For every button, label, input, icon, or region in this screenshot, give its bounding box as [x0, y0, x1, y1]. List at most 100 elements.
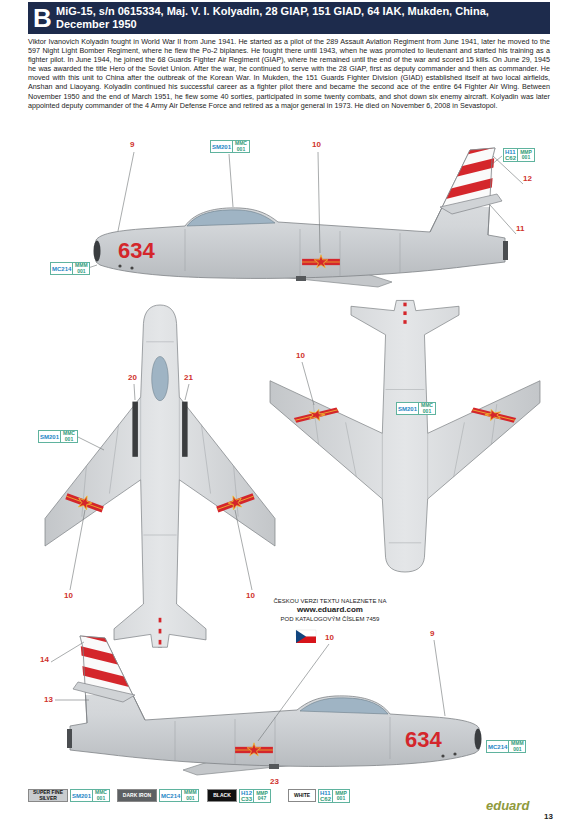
code-left: MC214: [160, 790, 181, 801]
path-shape: [258, 644, 329, 741]
path-shape: [434, 640, 445, 716]
rect-shape: [182, 402, 188, 457]
paint-code-box: SM201MMC 001: [38, 430, 78, 443]
path-shape: [78, 437, 104, 450]
code-right: MMP 001: [332, 790, 349, 802]
color-code: H11: [320, 790, 331, 796]
path-shape: [318, 152, 320, 253]
paint-code: MMP 001: [519, 150, 533, 161]
color-code: SM201: [398, 406, 417, 412]
color-code: C62: [505, 155, 516, 161]
code-left: SM201: [397, 403, 418, 414]
paint-code-box: SM201MMC 001: [210, 140, 250, 153]
text-label: ČESKOU VERZI TEXTU NALEZNETE NA: [274, 598, 387, 605]
code-right: MMC 001: [232, 141, 249, 152]
color-swatch: DARK IRON: [117, 789, 157, 802]
code-left: H11C62: [504, 149, 517, 161]
path-shape: [55, 700, 89, 701]
color-code: SM201: [72, 793, 91, 799]
paint-code: MMC 001: [234, 141, 248, 152]
callout-number: 12: [523, 174, 532, 183]
callout-number: 10: [312, 140, 321, 149]
callout-number: 10: [64, 591, 73, 600]
top-view: [45, 305, 275, 647]
code-left: H11C62: [319, 790, 332, 802]
polygon-shape: [296, 630, 306, 643]
side-view-left: [94, 134, 522, 287]
side-view-right: [53, 622, 481, 775]
paint-code: MMC 001: [62, 431, 76, 442]
code-right: MMP 001: [517, 149, 534, 161]
color-code: C33: [241, 796, 252, 802]
bottom-view: [270, 300, 540, 572]
code-left: MC214: [51, 263, 72, 274]
color-code: SM201: [40, 434, 59, 440]
code-right: MMM 001: [72, 263, 89, 274]
paint-code: MMM 001: [510, 741, 524, 752]
callout-number: 13: [544, 812, 553, 821]
swatch-label: WHITE: [294, 793, 310, 799]
text-label: 634: [405, 727, 442, 752]
header-title: MiG-15, s/n 0615334, Maj. V. I. Kolyadin…: [56, 5, 544, 31]
use-shape: [270, 300, 540, 572]
path-shape: [134, 384, 135, 400]
header-band: BMiG-15, s/n 0615334, Maj. V. I. Kolyadi…: [28, 2, 550, 34]
color-code: MC214: [52, 266, 71, 272]
callout-number: 14: [40, 655, 49, 664]
callout-number: 9: [130, 140, 134, 149]
paint-code-box: H11C62MMP 001: [318, 789, 350, 803]
callout-number: 21: [184, 373, 193, 382]
code-right: MMC 001: [60, 431, 77, 442]
paint-code: MMC 001: [420, 403, 434, 414]
paint-code-box: SM201MMC 001: [70, 789, 110, 802]
profile-letter: B: [33, 3, 52, 33]
paint-code-box: H11C62MMP 001: [503, 148, 535, 162]
color-code: MC214: [488, 744, 507, 750]
path-shape: [51, 642, 84, 662]
code-right: MMC 001: [418, 403, 435, 414]
callout-number: 20: [128, 373, 137, 382]
code-right: MMM 001: [181, 790, 198, 801]
paint-code: MMP 001: [334, 791, 348, 802]
color-code: C62: [320, 796, 331, 802]
paint-code-box: SM201MMC 001: [396, 402, 436, 415]
callout-number: 11: [516, 224, 524, 233]
paint-code-box: MC214MMM 001: [50, 262, 90, 275]
code-right: MMP 047: [253, 790, 270, 802]
callout-number: 10: [296, 351, 305, 360]
text-label: POD KATALOGOVÝM ČÍSLEM 7459: [281, 616, 380, 623]
callout-number: 13: [44, 695, 53, 704]
swatch-label: BLACK: [213, 793, 231, 799]
path-shape: [235, 510, 252, 590]
code-left: SM201: [71, 790, 92, 801]
swatch-label: DARK IRON: [123, 793, 151, 799]
rect-shape: [132, 402, 138, 457]
text-label: eduard: [486, 799, 529, 814]
description-text: Viktor Ivanovich Kolyadin fought in Worl…: [28, 37, 550, 110]
color-swatch: WHITE: [288, 789, 316, 802]
code-left: SM201: [211, 141, 232, 152]
color-code: MC214: [161, 793, 180, 799]
color-swatch: SUPER FINE SILVER: [28, 789, 68, 802]
callout-number: 9: [430, 629, 434, 638]
text-label: 634: [118, 238, 155, 263]
code-left: H12C33: [240, 790, 253, 802]
color-code: H11: [505, 149, 516, 155]
paint-code-box: MC214MMM 001: [159, 789, 199, 802]
path-shape: [185, 384, 189, 400]
path-shape: [118, 152, 134, 231]
leader-lines: [51, 152, 523, 741]
path-shape: [302, 362, 314, 405]
text-label: www.eduard.com: [297, 605, 363, 614]
swatch-label: SUPER FINE SILVER: [29, 790, 67, 801]
paint-code: MMP 047: [255, 791, 269, 802]
paint-code-box: H12C33MMP 047: [239, 789, 271, 803]
callout-number: 23: [270, 777, 279, 786]
ellipse-shape: [152, 357, 169, 401]
paint-code: MMC 001: [94, 790, 108, 801]
color-code: H12: [241, 790, 252, 796]
paint-code: MMM 001: [74, 263, 88, 274]
path-shape: [70, 510, 85, 590]
path-shape: [229, 154, 233, 207]
